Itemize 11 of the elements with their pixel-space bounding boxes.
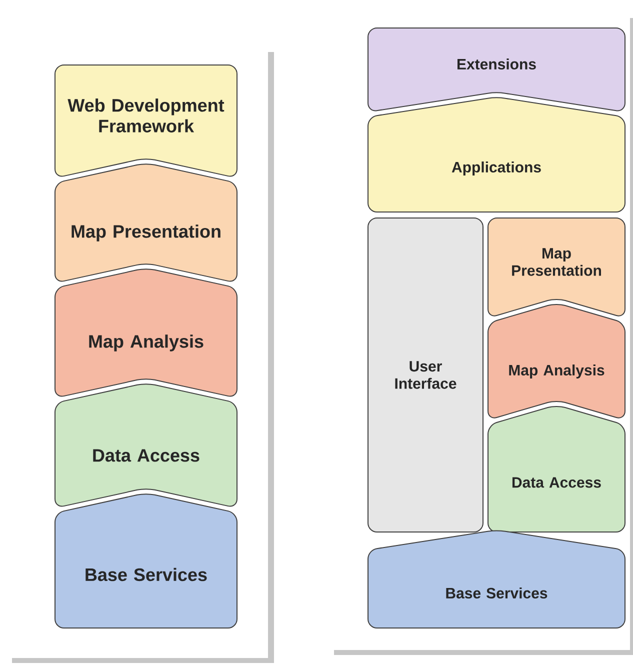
layer-block: Data Access [54,384,238,507]
layer-block: Data Access [488,406,626,532]
layer-block: Base Services [54,494,238,628]
layer-block: Applications [368,97,626,212]
layer-block: Map Presentation [488,218,626,316]
layer-block: Map Analysis [488,304,626,418]
layer-block: Web Development Framework [54,64,238,177]
layer-block: Extensions [368,28,626,112]
layer-block: User Interface [368,218,484,532]
layer-block: Map Analysis [54,268,238,397]
layer-block: Map Presentation [54,164,238,282]
